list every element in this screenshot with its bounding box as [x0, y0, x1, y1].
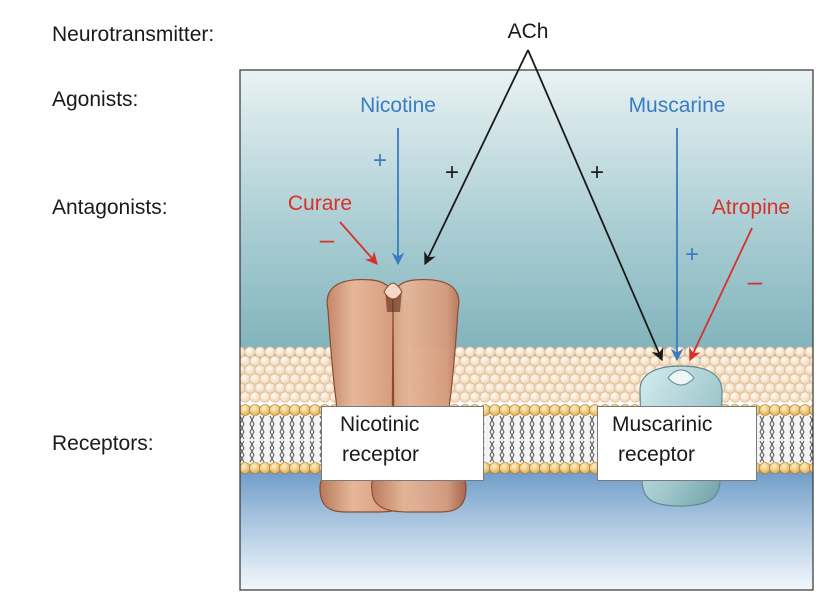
diagram-frame	[239, 69, 814, 591]
atropine-minus-sign: –	[748, 266, 763, 296]
muscarinic-label-line2: receptor	[618, 443, 696, 466]
nicotine-plus-sign: +	[373, 147, 387, 174]
atropine-label: Atropine	[712, 196, 790, 219]
curare-minus-sign: –	[320, 224, 335, 254]
muscarinic-receptor-label-box: Muscarinic receptor	[597, 406, 757, 481]
nicotine-label: Nicotine	[360, 94, 436, 117]
ach-left-plus-sign: +	[445, 159, 459, 186]
upper-lipid-heads	[240, 346, 813, 403]
ach-to-nicotinic-arrow	[424, 49, 529, 266]
curare-label: Curare	[288, 192, 352, 215]
ach-right-plus-sign: +	[590, 159, 604, 186]
receptors-row-label: Receptors:	[52, 432, 154, 455]
curare-arrow	[339, 221, 378, 265]
muscarine-plus-sign: +	[685, 241, 699, 268]
nicotinic-label-line1: Nicotinic	[340, 413, 420, 436]
ach-to-muscarinic-arrow	[527, 49, 664, 362]
atropine-arrow	[689, 227, 753, 362]
agonists-row-label: Agonists:	[52, 88, 139, 111]
muscarinic-label-line1: Muscarinic	[612, 413, 713, 436]
neurotransmitter-row-label: Neurotransmitter:	[52, 23, 215, 46]
nicotinic-label-line2: receptor	[342, 443, 420, 466]
nicotinic-receptor-label-box: Nicotinic receptor	[321, 406, 484, 481]
ach-label: ACh	[508, 20, 549, 43]
muscarine-label: Muscarine	[629, 94, 726, 117]
antagonists-row-label: Antagonists:	[52, 196, 168, 219]
